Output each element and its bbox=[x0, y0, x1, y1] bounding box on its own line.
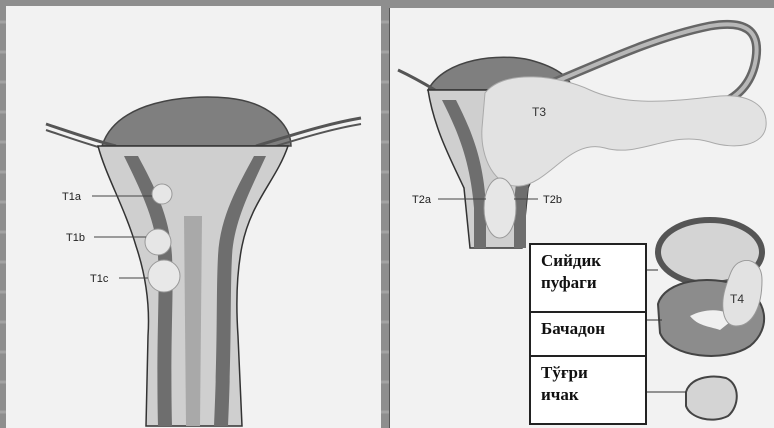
label-t3: T3 bbox=[532, 105, 546, 119]
legend-rectum: Тўғри ичак bbox=[531, 357, 645, 423]
tumor-t2 bbox=[484, 178, 516, 238]
legend-uterus-label: Бачадон bbox=[541, 318, 635, 340]
t1-uterus-illustration: T1a T1b T1c bbox=[6, 6, 381, 428]
left-tube bbox=[46, 124, 116, 146]
organ-legend: Сийдик пуфаги Бачадон Тўғри ичак bbox=[529, 243, 647, 425]
legend-bladder-line1: Сийдик bbox=[541, 250, 635, 272]
label-t2a: T2a bbox=[412, 194, 432, 206]
legend-uterus: Бачадон bbox=[531, 313, 645, 357]
uterus-fundus bbox=[102, 97, 291, 146]
legend-rectum-line1: Тўғри bbox=[541, 362, 635, 384]
label-t2b: T2b bbox=[543, 194, 562, 206]
label-t1a: T1a bbox=[62, 191, 82, 203]
rectum-organ bbox=[686, 377, 737, 420]
label-t4: T4 bbox=[730, 292, 744, 306]
label-t1b: T1b bbox=[66, 232, 85, 244]
legend-bladder-line2: пуфаги bbox=[541, 272, 635, 294]
tumor-t3 bbox=[482, 77, 766, 186]
tumor-t1b bbox=[145, 229, 171, 255]
cervical-canal bbox=[184, 216, 202, 426]
label-t1c: T1c bbox=[90, 273, 109, 285]
tumor-t1c bbox=[148, 260, 180, 292]
legend-bladder: Сийдик пуфаги bbox=[531, 245, 645, 313]
tumor-t1a bbox=[152, 184, 172, 204]
left-tube-2 bbox=[398, 70, 435, 90]
t1-stage-panel: T1a T1b T1c bbox=[6, 6, 381, 428]
legend-rectum-line2: ичак bbox=[541, 384, 635, 406]
